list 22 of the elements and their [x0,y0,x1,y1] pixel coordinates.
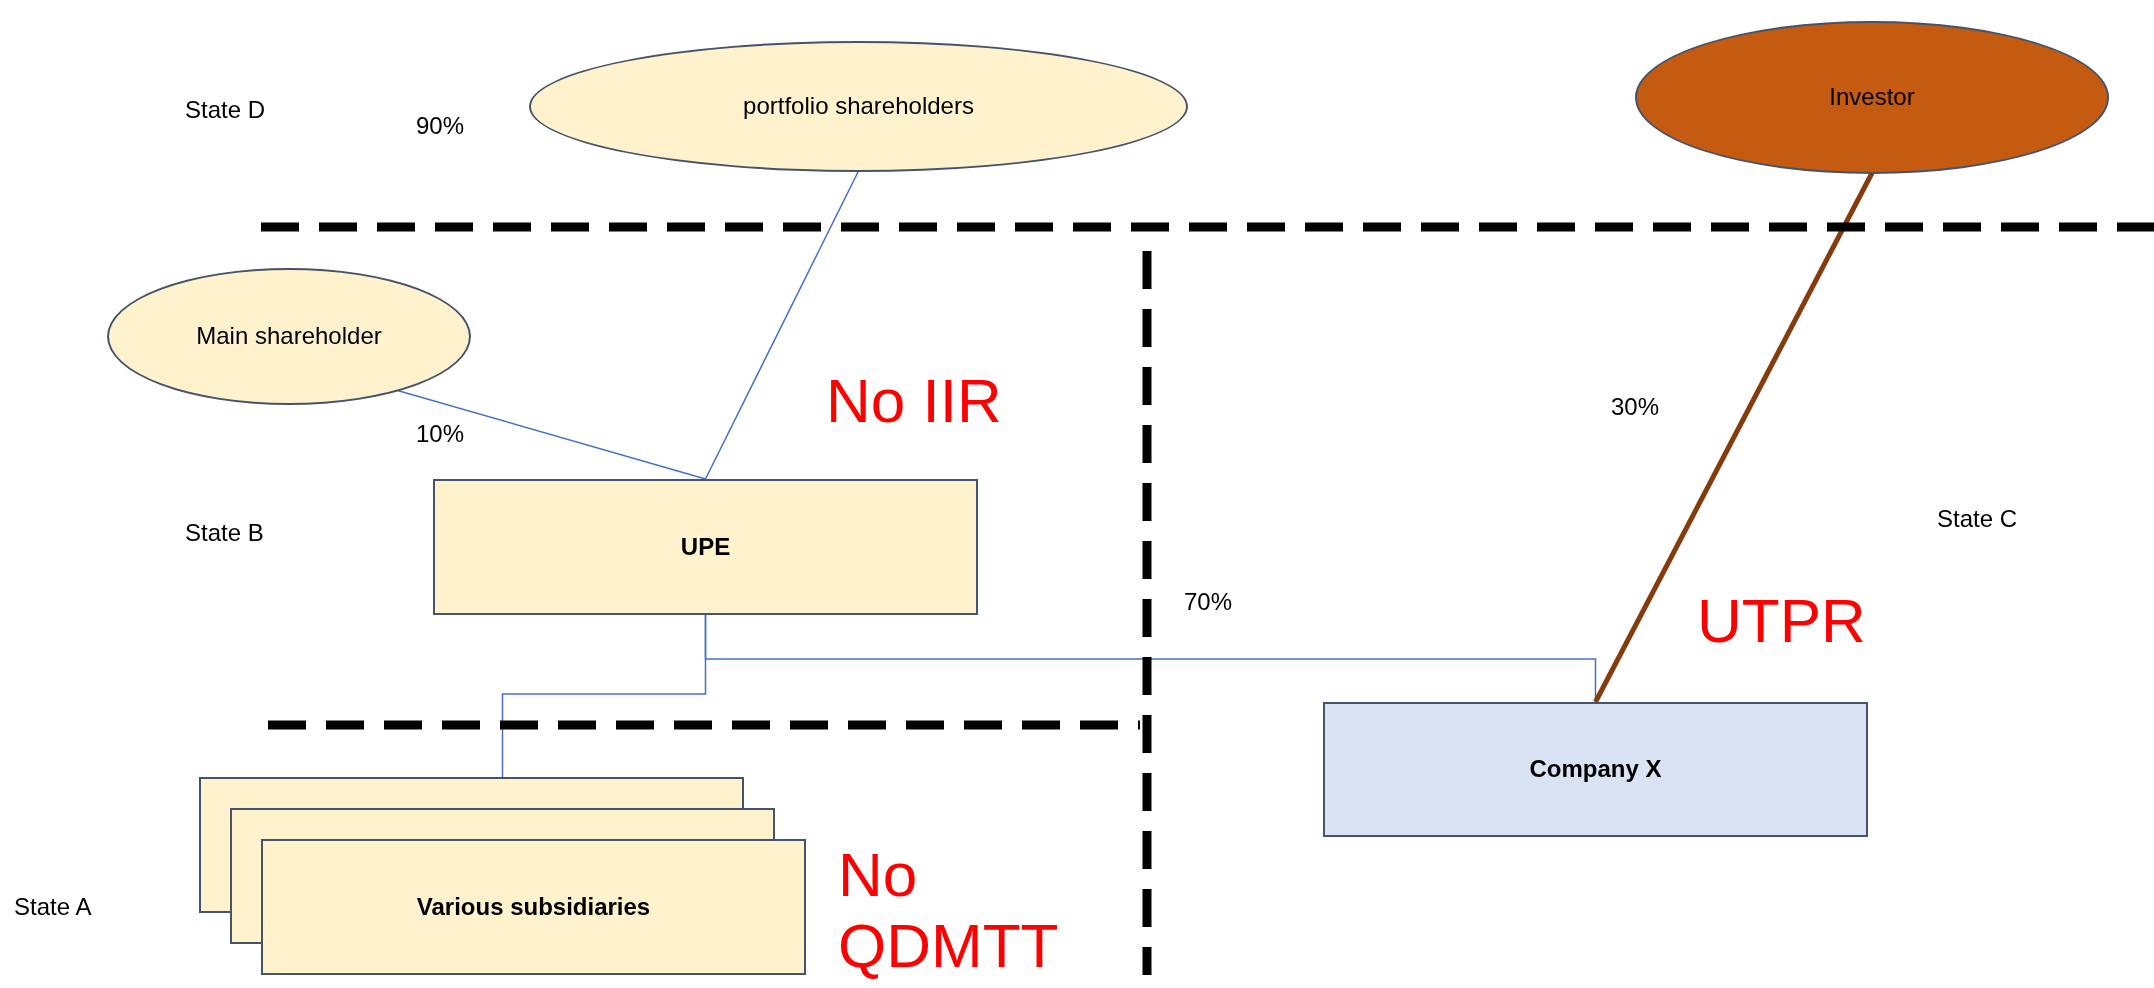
tax-rule-label: No QDMTT [838,838,1060,982]
connector-line [704,170,860,480]
entity-box: Company X [1323,702,1868,837]
stacked-boxes [199,777,806,975]
region-label: 10% [416,420,466,448]
tax-rule-label: No IIR [826,365,1003,437]
tax-rule-label: UTPR [1697,585,1867,657]
node-label: Various subsidiaries [415,892,652,922]
shareholder-ellipse: Investor [1635,21,2109,174]
shareholder-ellipse: Main shareholder [107,268,471,405]
region-label: State C [1937,505,2019,533]
region-label: State D [185,96,267,124]
connector-line [501,614,707,778]
region-label: 90% [416,112,466,140]
connector-line [1593,171,1875,704]
entity-box: UPE [433,479,978,615]
connector-line [396,389,707,480]
region-label: 70% [1184,588,1234,616]
shareholder-ellipse: portfolio shareholders [529,41,1188,172]
region-label: 30% [1611,393,1661,421]
region-label: State A [14,893,93,921]
region-label: State B [185,519,265,547]
